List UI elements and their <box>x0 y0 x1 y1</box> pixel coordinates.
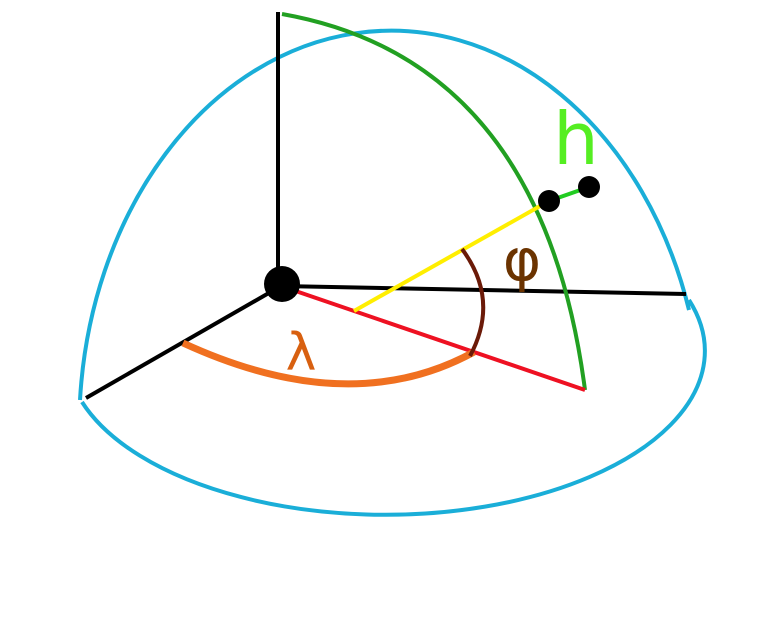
height-label: h <box>553 97 599 181</box>
meridian-arc <box>281 12 587 391</box>
ellipsoid-normal-line <box>353 199 550 313</box>
elevated-point <box>578 176 600 198</box>
longitude-label: λ <box>286 323 317 383</box>
ellipsoid-outline <box>78 28 707 517</box>
longitude-arc <box>181 339 476 388</box>
latitude-label: φ <box>503 226 541 294</box>
equatorial-projection-line <box>280 284 586 392</box>
y-axis <box>280 284 687 296</box>
latitude-arc <box>460 247 486 357</box>
origin-point <box>264 266 300 302</box>
surface-point <box>538 190 560 212</box>
